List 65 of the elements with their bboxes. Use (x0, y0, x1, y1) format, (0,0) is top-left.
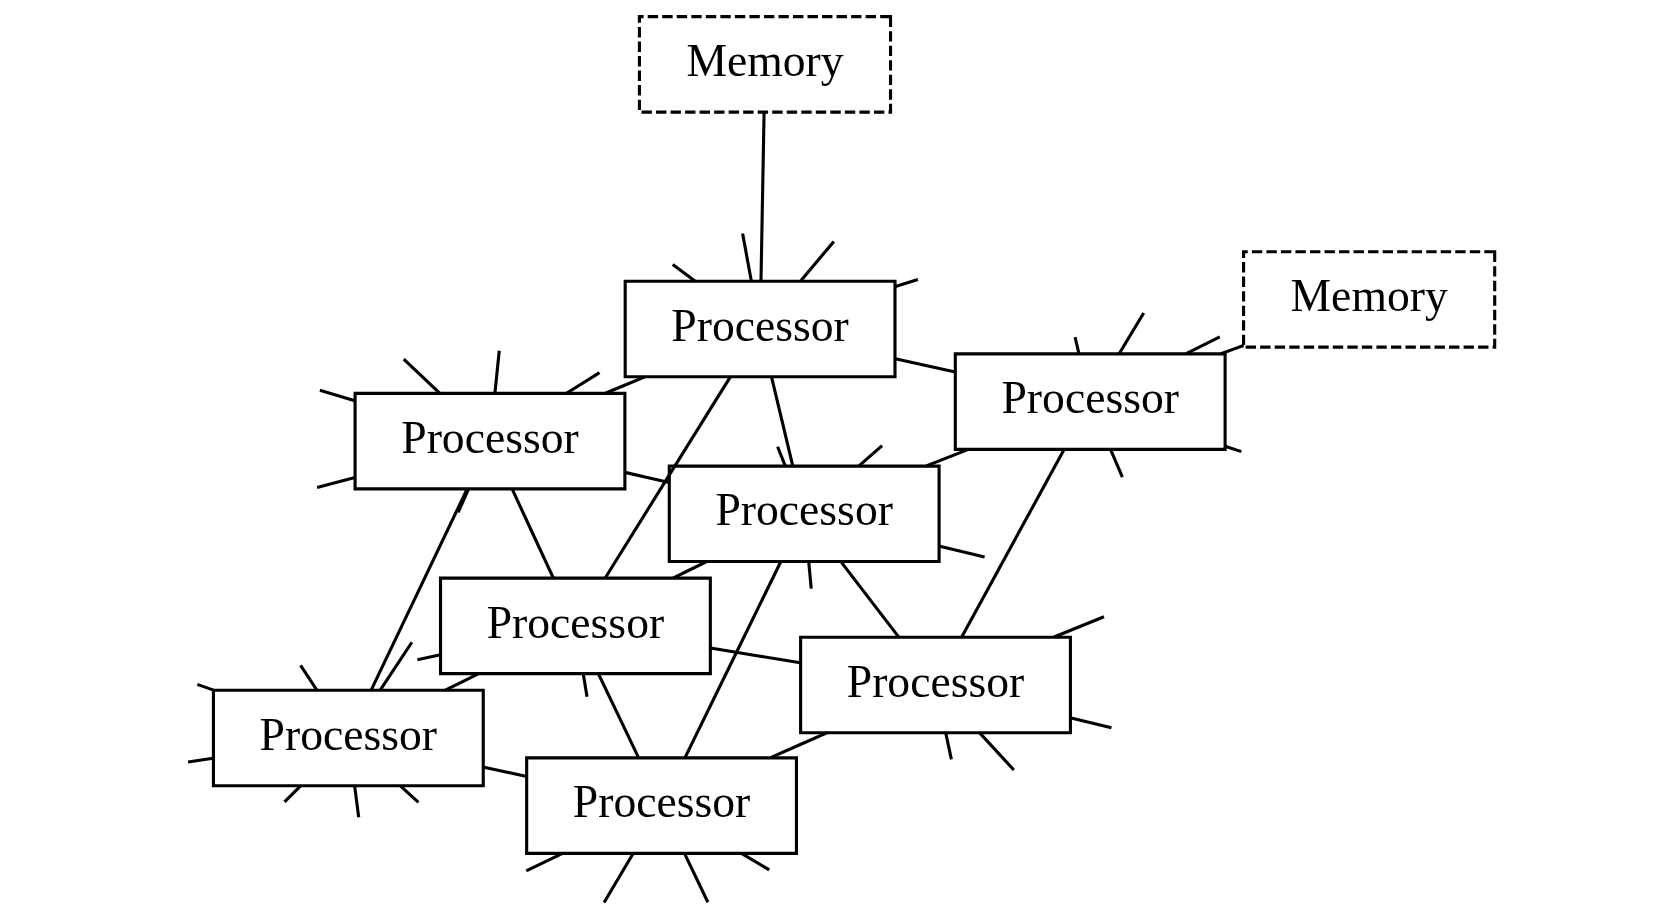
connector (399, 784, 419, 804)
connector (857, 444, 883, 467)
connector (1053, 615, 1105, 639)
connector (709, 646, 800, 665)
connector (740, 852, 770, 872)
node-box: Processor (623, 279, 897, 379)
connector (1108, 449, 1124, 478)
connector (369, 488, 468, 691)
node-box: Processor (667, 464, 941, 564)
connector (402, 357, 440, 395)
connector (483, 765, 526, 778)
connector (1219, 344, 1244, 356)
connector (187, 756, 213, 764)
node-box: Processor (953, 352, 1227, 451)
connector (416, 653, 441, 662)
connector (1070, 716, 1112, 730)
connector (806, 561, 813, 589)
connector (894, 357, 956, 374)
connector (565, 371, 600, 395)
connector (978, 731, 1015, 772)
connector (352, 785, 360, 818)
connector (758, 112, 766, 281)
connector (316, 475, 355, 490)
connector (603, 376, 731, 579)
connector (492, 350, 501, 394)
node-box: Memory (1241, 250, 1496, 349)
connector (596, 673, 640, 758)
connector (1117, 312, 1145, 355)
connector (282, 784, 301, 803)
connector (602, 852, 635, 904)
connector (581, 674, 589, 698)
connector (510, 489, 555, 579)
connector (682, 853, 709, 903)
connector (196, 682, 214, 692)
connector (943, 732, 953, 760)
connector (1073, 336, 1080, 355)
connector (604, 375, 645, 395)
connector (925, 447, 969, 468)
connector (960, 448, 1065, 638)
connector (799, 240, 835, 282)
node-box: Processor (353, 391, 626, 491)
connector (683, 561, 782, 759)
connector (671, 560, 707, 580)
connector (298, 664, 318, 691)
connector (839, 561, 900, 638)
node-box: Processor (438, 576, 712, 676)
node-box: Memory (637, 15, 892, 114)
connector (894, 278, 918, 288)
connector (740, 233, 753, 282)
node-box: Processor (524, 756, 798, 855)
connector (671, 263, 696, 283)
connector (456, 488, 470, 513)
connector (775, 446, 787, 467)
connector (769, 377, 794, 466)
connector (1185, 335, 1220, 356)
connector (624, 470, 670, 485)
node-box: Processor (211, 688, 485, 788)
connector (444, 672, 479, 692)
connector (378, 641, 413, 691)
connector (938, 544, 985, 559)
connector (525, 852, 563, 873)
connector (769, 731, 827, 760)
node-box: Processor (798, 635, 1072, 735)
connector (318, 388, 355, 403)
connector (1224, 444, 1242, 454)
